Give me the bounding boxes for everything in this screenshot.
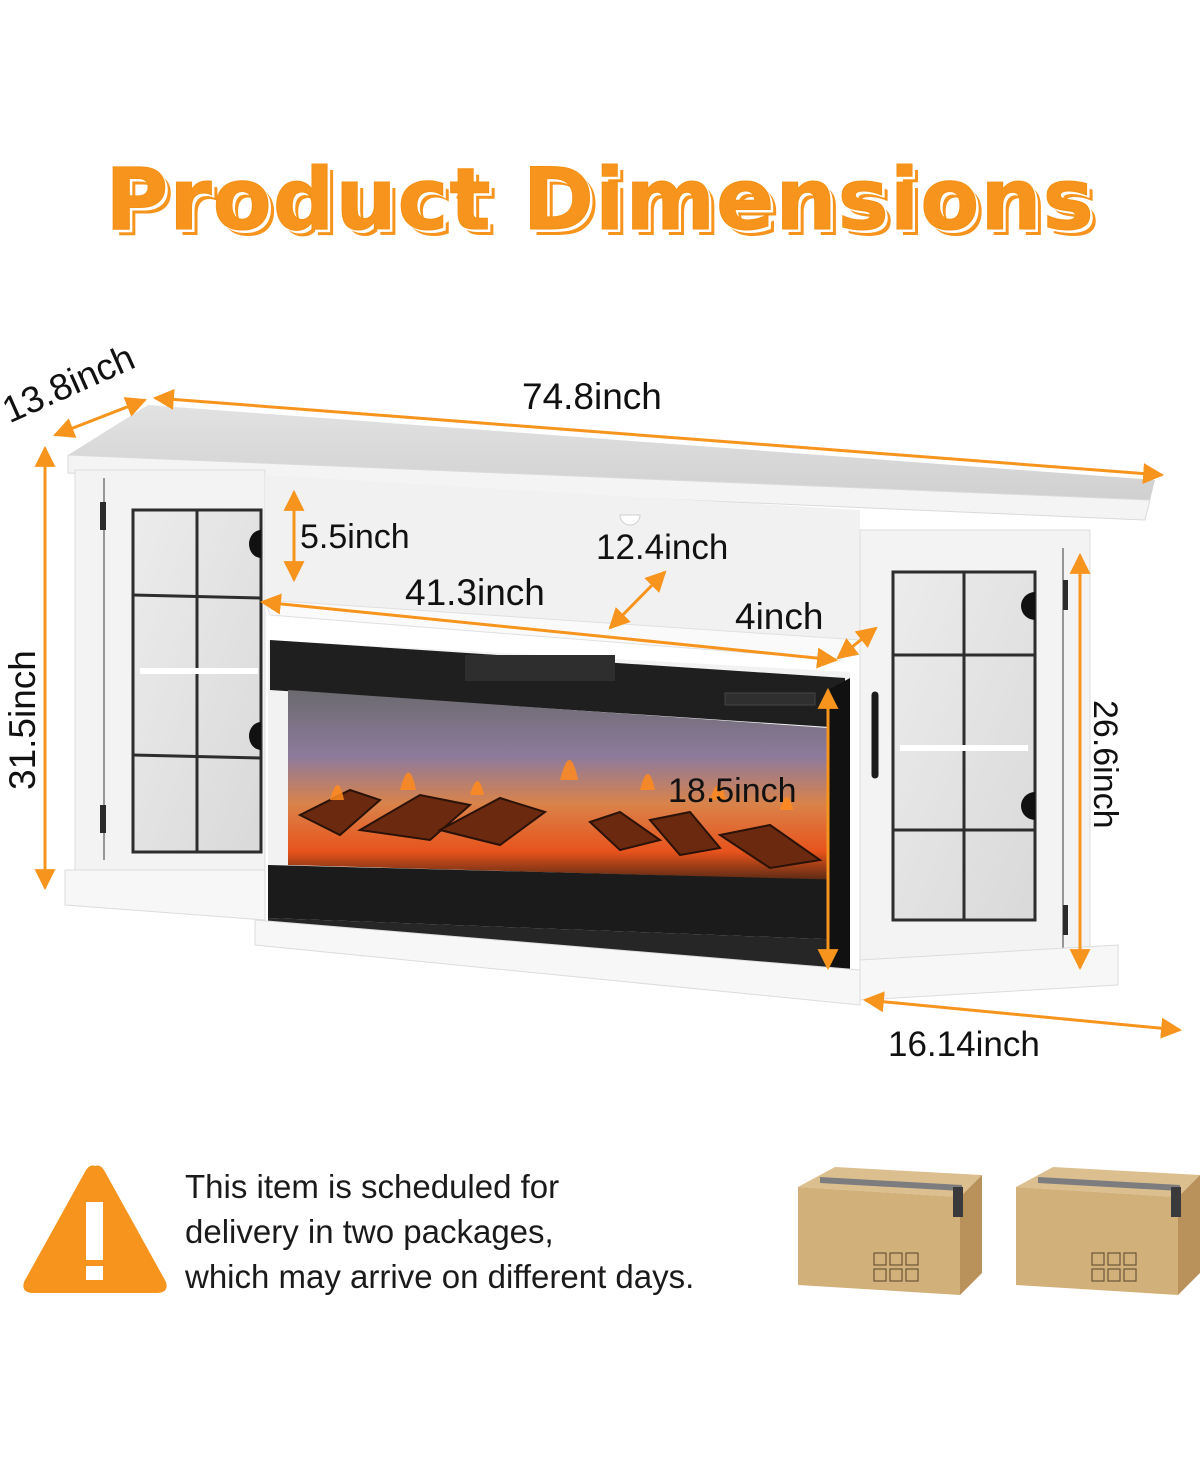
dimension-lines <box>34 388 1183 1039</box>
cardboard-box-icon <box>1016 1167 1200 1295</box>
dimension-fireplace-side: 4inch <box>735 596 824 637</box>
notice-line: which may arrive on different days. <box>185 1258 695 1295</box>
dimension-shelf-height: 5.5inch <box>300 518 410 556</box>
right-cabinet <box>859 529 1091 961</box>
dimension-cabinet-height: 26.6inch <box>1086 700 1124 829</box>
dimension-fireplace-height: 18.5inch <box>668 772 797 810</box>
dimension-total-width: 74.8inch <box>522 376 662 417</box>
notice-line: This item is scheduled for <box>185 1168 560 1205</box>
notice-line: delivery in two packages, <box>185 1213 554 1250</box>
dimension-fireplace-depth: 12.4inch <box>596 528 729 567</box>
left-cabinet <box>74 469 266 871</box>
packages <box>790 1155 1200 1305</box>
page-title: Product Dimensions <box>105 150 1095 251</box>
dimension-base-depth: 16.14inch <box>888 1025 1040 1064</box>
notice-text: This item is scheduled for delivery in t… <box>185 1164 694 1299</box>
product-illustration <box>34 388 1183 1039</box>
dimension-total-height: 31.5inch <box>2 650 43 790</box>
dimension-fireplace-width: 41.3inch <box>405 572 545 613</box>
warning-triangle-icon <box>23 1165 167 1293</box>
delivery-notice: This item is scheduled for delivery in t… <box>20 1160 780 1300</box>
stand-base <box>64 869 1119 1006</box>
cardboard-box-icon <box>798 1167 982 1295</box>
